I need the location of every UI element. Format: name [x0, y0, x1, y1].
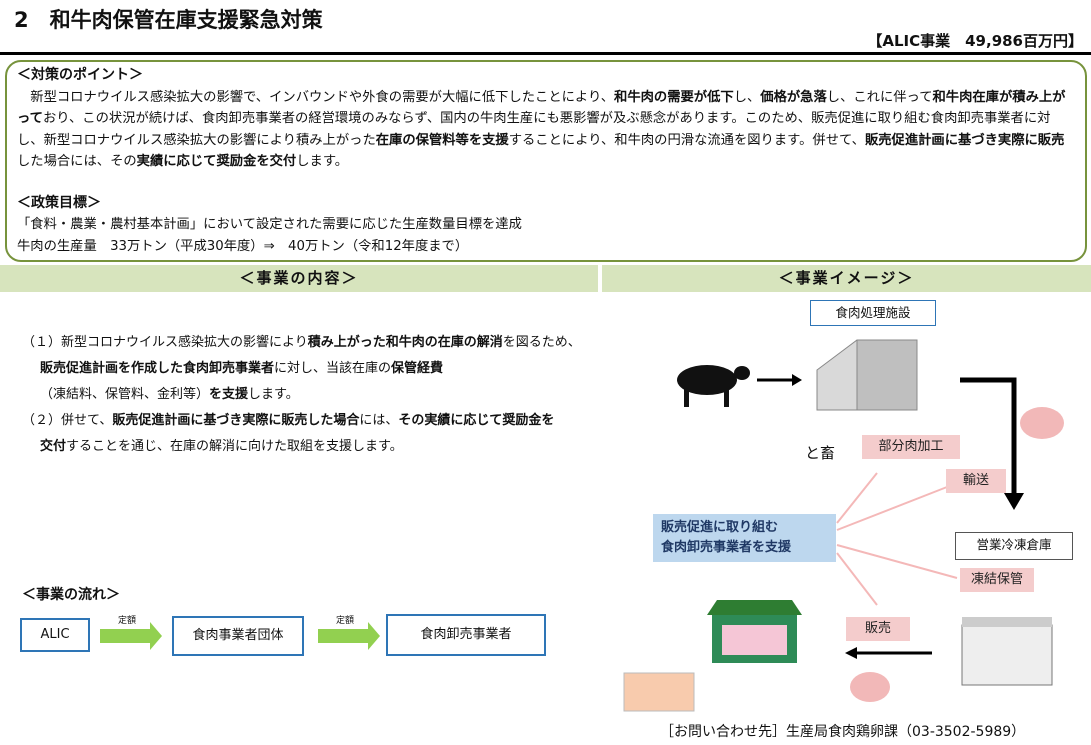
text-segment: した場合には、その — [17, 154, 137, 169]
text-segment: し、 — [733, 89, 761, 105]
text-segment: （２）併せて、 — [22, 413, 113, 428]
emphasis-text: 和牛肉在庫が積み上がって — [17, 89, 1066, 127]
emphasis-text: 販売促進計画を作成した食肉卸売事業者 — [40, 361, 275, 376]
arrow-to-shop — [845, 647, 932, 659]
facility-label: 食肉処理施設 — [810, 300, 936, 326]
meat-icon-1 — [1020, 407, 1064, 439]
emphasis-text: その実績に応じて奨励金を — [398, 413, 555, 428]
page-title: 2 和牛肉保管在庫支援緊急対策 — [14, 8, 323, 32]
section-header-content: ＜事業の内容＞ — [0, 265, 598, 292]
section-header-image: ＜事業イメージ＞ — [602, 265, 1091, 292]
emphasis-text: を支援 — [209, 387, 249, 402]
flow-arrowhead-1 — [150, 622, 162, 650]
shop-icon — [707, 600, 802, 663]
text-segment: 新型コロナウイルス感染拡大の影響で、インバウンドや外食の需要が大幅に低下したこと… — [17, 89, 615, 105]
sale-label: 販売 — [846, 617, 910, 641]
contact-info: ［お問い合わせ先］生産局食肉鶏卵課（03-3502-5989） — [660, 724, 1026, 740]
flow-node-association: 食肉事業者団体 — [172, 616, 304, 656]
flow-arrow-2 — [318, 629, 370, 643]
flow-arrowhead-2 — [368, 622, 380, 650]
flow-arrow-label-2: 定額 — [336, 616, 355, 626]
support-lines — [836, 472, 958, 606]
title-divider — [0, 52, 1091, 55]
points-paragraph: 新型コロナウイルス感染拡大の影響で、インバウンドや外食の需要が大幅に低下したこと… — [17, 87, 1075, 173]
points-heading: ＜対策のポイント＞ — [17, 67, 143, 83]
meat-icon-2 — [850, 672, 890, 702]
goal-line-2: 牛肉の生産量 33万トン（平成30年度）⇒ 40万トン（令和12年度まで） — [17, 238, 469, 254]
goal-line-1: 「食料・農業・農村基本計画」において設定された需要に応じた生産数量目標を達成 — [17, 217, 522, 232]
content-item-2b: 交付することを通じ、在庫の解消に向けた取組を支援します。 — [22, 434, 602, 460]
emphasis-text: 在庫の保管料等を支援 — [375, 132, 509, 148]
content-item-1: （１）新型コロナウイルス感染拡大の影響により積み上がった和牛肉の在庫の解消を図る… — [22, 330, 602, 356]
emphasis-text: 価格が急落 — [760, 89, 827, 105]
business-image-diagram — [623, 339, 1064, 712]
path-arrowhead — [1004, 493, 1024, 510]
text-segment: することにより、和牛肉の円滑な流通を図ります。併せて、 — [508, 132, 865, 148]
text-segment: します。 — [296, 154, 349, 169]
flow-heading: ＜事業の流れ＞ — [22, 587, 120, 603]
arrow-to-facility — [757, 374, 802, 386]
text-segment: （凍結料、保管料、金利等） — [40, 387, 210, 402]
content-item-1c: （凍結料、保管料、金利等）を支援します。 — [22, 382, 602, 408]
text-segment: することを通じ、在庫の解消に向けた取組を支援します。 — [66, 439, 403, 454]
emphasis-text: 販売促進計画に基づき実際に販売 — [864, 132, 1065, 148]
text-segment: に対し、当該在庫の — [274, 361, 392, 376]
flow-node-wholesaler: 食肉卸売事業者 — [386, 614, 546, 656]
path-arrow — [960, 377, 1017, 495]
warehouse-label: 営業冷凍倉庫 — [955, 532, 1073, 560]
flow-arrow-label-1: 定額 — [118, 616, 137, 626]
goal-heading: ＜政策目標＞ — [17, 194, 101, 211]
emphasis-text: 実績に応じて奨励金を交付 — [136, 154, 297, 169]
transport-label: 輸送 — [946, 469, 1006, 493]
text-segment: （１）新型コロナウイルス感染拡大の影響により — [22, 335, 308, 350]
budget-label: 【ALIC事業 49,986百万円】 — [867, 32, 1083, 50]
business-content: （１）新型コロナウイルス感染拡大の影響により積み上がった和牛肉の在庫の解消を図る… — [22, 330, 602, 460]
support-target-label: 販売促進に取り組む 食肉卸売事業者を支援 — [653, 514, 836, 562]
content-item-1b: 販売促進計画を作成した食肉卸売事業者に対し、当該在庫の保管経費 — [22, 356, 602, 382]
text-segment: おり、この状況が続けば、食肉卸売事業者の経営環境のみならず、国内の牛肉生産にも悪… — [17, 111, 1051, 148]
flow-node-alic: ALIC — [20, 618, 90, 652]
facility-building-icon — [816, 339, 918, 411]
emphasis-text: 保管経費 — [391, 361, 444, 376]
emphasis-text: 販売促進計画に基づき実際に販売した場合 — [112, 413, 360, 428]
emphasis-text: 交付 — [40, 439, 67, 454]
content-item-2: （２）併せて、販売促進計画に基づき実際に販売した場合には、その実績に応じて奨励金… — [22, 408, 602, 434]
text-segment: し、これに伴って — [826, 89, 933, 105]
cutting-label: 部分肉加工 — [862, 435, 960, 459]
meat-tray-icon — [623, 672, 695, 712]
policy-points-box: ＜対策のポイント＞ 新型コロナウイルス感染拡大の影響で、インバウンドや外食の需要… — [5, 60, 1087, 262]
slaughter-label: と畜 — [805, 444, 836, 462]
frozen-storage-label: 凍結保管 — [960, 568, 1034, 592]
warehouse-building-icon — [961, 617, 1053, 686]
text-segment: には、 — [359, 413, 399, 428]
cattle-icon — [677, 365, 750, 407]
text-segment: します。 — [248, 387, 299, 402]
emphasis-text: 和牛肉の需要が低下 — [614, 89, 734, 105]
emphasis-text: 積み上がった和牛肉の在庫の解消 — [307, 335, 503, 350]
text-segment: を図るため、 — [502, 335, 581, 350]
flow-arrow-1 — [100, 629, 152, 643]
